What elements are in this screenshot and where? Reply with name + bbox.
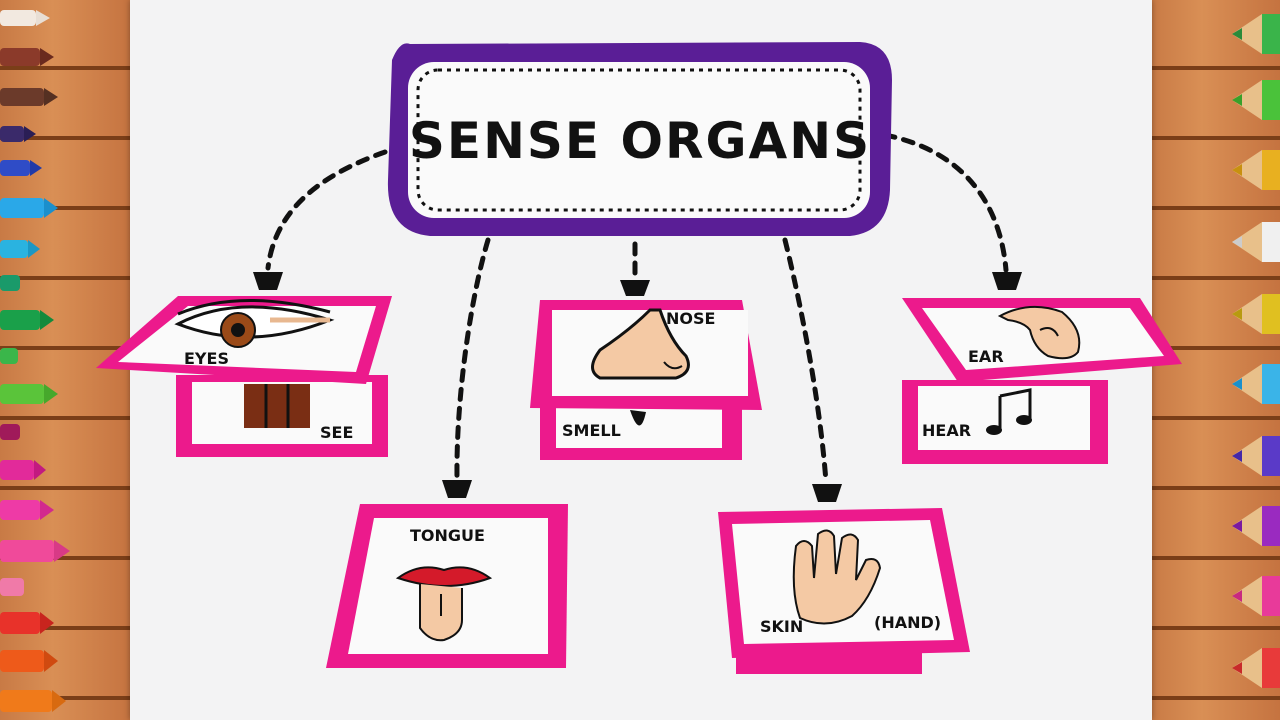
left-markers [0, 10, 70, 712]
title-frame: SENSE ORGANS [387, 42, 892, 236]
smell-inner-label: SMELL [562, 421, 621, 440]
card-skin: SKIN (HAND) [718, 508, 970, 674]
nose-icon [591, 308, 690, 380]
card-nose: SMELL NOSE [530, 300, 762, 460]
card-ear: HEAR EAR [902, 298, 1182, 464]
tongue-flap-label: TONGUE [410, 526, 485, 545]
nose-flap-label: NOSE [666, 309, 715, 328]
ear-icon [997, 305, 1081, 360]
eyes-inner-label: SEE [320, 423, 353, 442]
right-pencils [1232, 14, 1280, 688]
music-note-icon [986, 388, 1032, 435]
card-tongue: TONGUE [326, 504, 568, 668]
skin-flap-label: SKIN [760, 617, 803, 636]
lips-tongue-icon [395, 566, 493, 642]
arrow-heads [253, 272, 1022, 502]
hand-icon [792, 529, 882, 625]
hand-extra-label: (HAND) [874, 613, 941, 632]
hear-inner-label: HEAR [922, 421, 971, 440]
connector-arrows [265, 132, 1009, 485]
eyes-flap-label: EYES [184, 349, 229, 368]
eye-icon [174, 298, 335, 348]
page-title: SENSE ORGANS [409, 112, 871, 170]
card-eyes: SEE EYES [96, 296, 392, 457]
ear-flap-label: EAR [968, 347, 1004, 366]
